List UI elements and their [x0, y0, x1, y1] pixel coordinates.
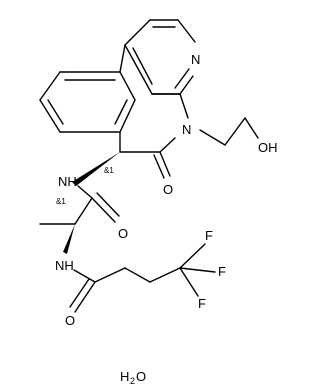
pyridine-ring — [124, 19, 196, 95]
first-amide-oxygen-label: O — [118, 226, 128, 241]
bond — [119, 71, 136, 101]
bond — [149, 267, 181, 283]
fluorine-label: F — [218, 264, 226, 279]
bond — [124, 19, 151, 46]
bond — [119, 44, 126, 73]
chemical-structure-diagram: N N O OH NH O NH O F F F &1 &1 H 2 O — [39, 19, 278, 386]
bond — [244, 117, 259, 139]
bond — [224, 117, 246, 146]
wedge-bond — [72, 152, 120, 186]
stereo-descriptor: &1 — [56, 197, 66, 206]
hydroxyl-label: OH — [258, 140, 278, 155]
bond — [124, 267, 151, 283]
lactam-carbonyl — [153, 151, 171, 179]
second-amide-oxygen-label: O — [65, 313, 75, 328]
second-amide-nh-label: NH — [55, 258, 74, 273]
bond — [159, 137, 176, 153]
bond — [74, 197, 93, 225]
bond — [94, 267, 126, 283]
bond-double-inner — [132, 47, 153, 85]
bond — [73, 269, 96, 283]
bond — [39, 71, 61, 101]
bond — [177, 19, 196, 43]
bond — [179, 267, 199, 297]
first-amide-nh-label: NH — [58, 174, 77, 189]
bond — [77, 185, 93, 199]
bond — [179, 75, 194, 95]
bond — [153, 154, 165, 179]
bond — [124, 44, 153, 95]
hydrate-subscript: 2 — [130, 376, 135, 386]
bond — [119, 99, 136, 133]
hydrate-formula: H 2 O — [120, 369, 146, 386]
bond — [179, 243, 206, 269]
hydrate-oxygen: O — [136, 369, 146, 384]
wedge-bond — [63, 224, 75, 254]
bond — [179, 267, 216, 273]
stereo-descriptor: &1 — [104, 166, 114, 175]
bond — [96, 192, 120, 217]
bond — [159, 151, 171, 177]
bond-double-inner — [174, 68, 190, 89]
bond — [179, 93, 189, 119]
bond — [199, 129, 226, 146]
hydroxyethyl-chain — [199, 117, 259, 146]
benzene-ring — [39, 71, 136, 133]
lactam-oxygen-label: O — [163, 182, 173, 197]
first-amide — [74, 185, 120, 225]
bond — [91, 197, 116, 223]
bond — [74, 281, 96, 313]
hydrate-hydrogen: H — [120, 369, 129, 384]
fluorine-label: F — [198, 296, 206, 311]
fluorine-label: F — [205, 228, 213, 243]
lactam-nitrogen-label: N — [182, 122, 191, 137]
bond — [69, 278, 90, 308]
bond — [39, 99, 61, 133]
alanine-residue — [39, 223, 76, 254]
diazepine-ring — [119, 44, 189, 153]
bond-double-inner — [47, 99, 64, 125]
trifluorobutanoyl-chain — [69, 243, 216, 313]
bond-double-inner — [114, 99, 128, 125]
pyridine-nitrogen-label: N — [191, 52, 200, 67]
